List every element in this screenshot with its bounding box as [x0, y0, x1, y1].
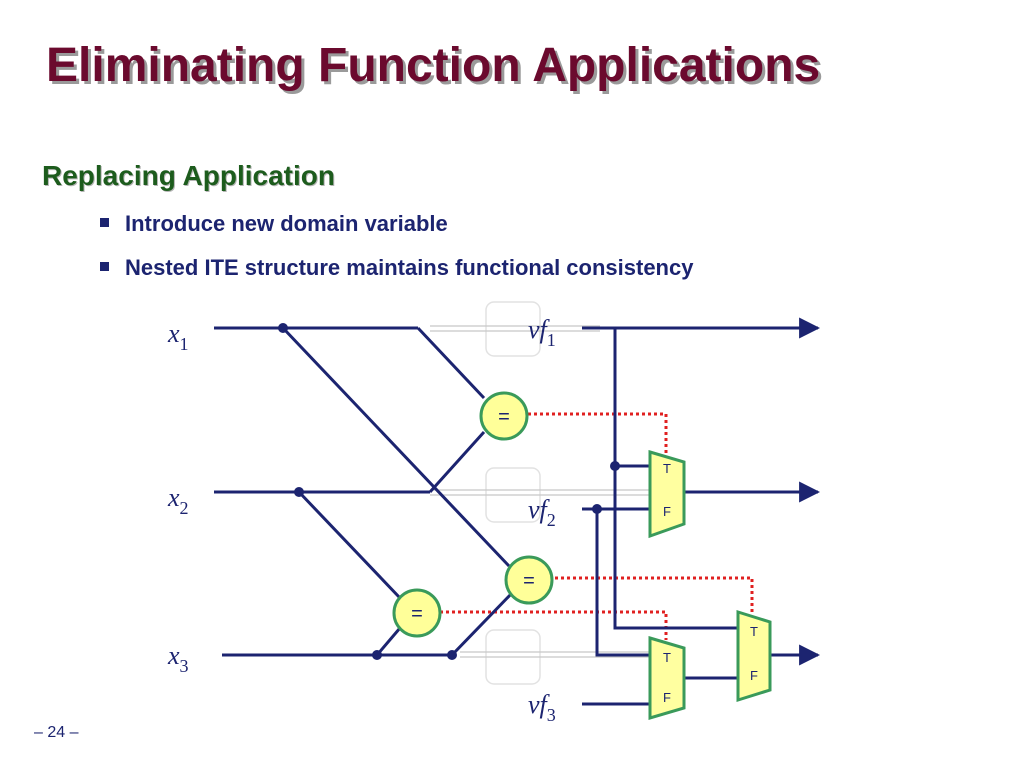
svg-text:=: = [523, 570, 535, 592]
svg-text:F: F [750, 668, 758, 683]
control-lines [440, 412, 754, 640]
mux-3: T F [736, 609, 772, 703]
page-number: – 24 – [34, 724, 79, 741]
vf-label-3: vf3 [528, 690, 556, 725]
vf1-box [485, 301, 541, 357]
svg-text:F: F [663, 504, 671, 519]
vf-label-2: vf2 [528, 495, 556, 530]
comparator-lower-right: = [504, 555, 554, 605]
mux-1: T F [648, 449, 686, 539]
comparator-top: = [479, 391, 529, 441]
comparator-lower-left: = [392, 588, 442, 638]
input-label-x2: x2 [167, 483, 189, 518]
wires [214, 317, 821, 706]
bullet-square-icon [100, 262, 109, 271]
slide-title: Eliminating Function Applications [46, 39, 821, 92]
bullet-text: Introduce new domain variable [125, 211, 448, 236]
svg-text:T: T [750, 624, 758, 639]
bullet-item: Introduce new domain variable [100, 211, 448, 237]
section-heading: Replacing Application [42, 160, 335, 191]
bullet-square-icon [100, 218, 109, 227]
passthrough-lines [430, 325, 650, 658]
mux-2: T F [648, 635, 686, 721]
svg-text:=: = [498, 406, 510, 428]
svg-text:F: F [663, 690, 671, 705]
input-label-x1: x1 [167, 319, 189, 354]
svg-text:T: T [663, 461, 671, 476]
vf-label-1: vf1 [528, 315, 556, 350]
svg-text:=: = [411, 603, 423, 625]
bullet-item: Nested ITE structure maintains functiona… [100, 255, 693, 281]
bullet-text: Nested ITE structure maintains functiona… [125, 255, 694, 280]
junction-dots [278, 323, 620, 660]
svg-text:T: T [663, 650, 671, 665]
input-label-x3: x3 [167, 641, 189, 676]
